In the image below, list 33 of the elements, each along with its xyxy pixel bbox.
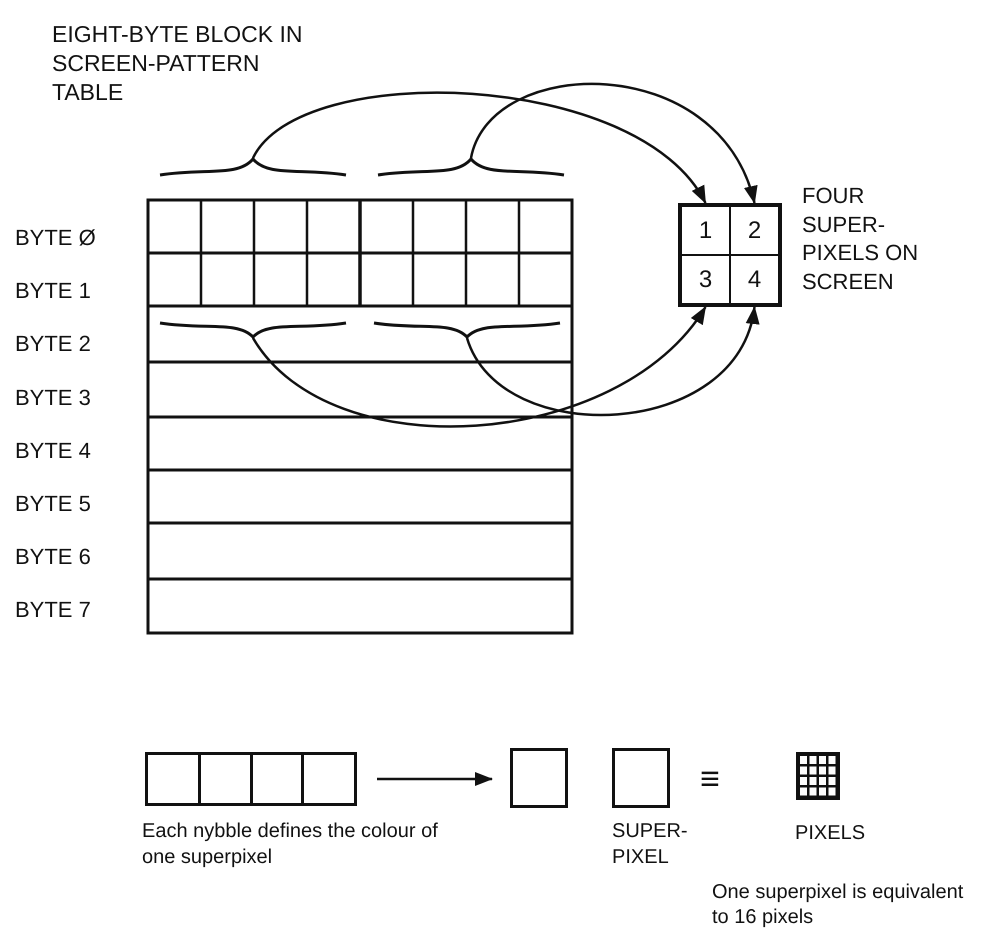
superpixel-box <box>612 748 670 808</box>
superpixel-grid <box>678 203 782 307</box>
brace <box>158 158 348 178</box>
brace <box>372 320 562 338</box>
caption-text: FOUR SUPER- PIXELS ON SCREEN <box>802 182 920 296</box>
curved-arrow <box>466 306 757 416</box>
brace <box>376 158 566 178</box>
brace <box>158 320 348 338</box>
row-label: BYTE 7 <box>15 596 92 624</box>
note-text: One superpixel is equivalent to 16 pixels <box>712 880 964 930</box>
row-label: BYTE 4 <box>15 437 92 464</box>
pixel-grid-icon <box>796 752 840 800</box>
equivalence-sign: ≡ <box>700 759 721 800</box>
caption-text: PIXELS <box>795 821 866 846</box>
superpixel-cell: 3 <box>681 255 730 304</box>
curved-arrow <box>252 92 707 204</box>
arrow <box>377 772 493 786</box>
heading-text: EIGHT-BYTE BLOCK IN SCREEN-PATTERN TABLE <box>52 20 304 106</box>
caption-text: Each nybble defines the colour of one superpixel <box>142 819 439 870</box>
curved-arrow <box>252 306 706 428</box>
row-label: BYTE Ø <box>15 224 97 252</box>
row-label: BYTE 6 <box>15 543 92 570</box>
curved-arrow <box>470 83 756 204</box>
superpixel-cell: 2 <box>730 206 779 255</box>
superpixel-cell: 1 <box>681 206 730 255</box>
caption-text: SUPER- PIXEL <box>612 819 689 870</box>
row-label: BYTE 2 <box>15 330 92 358</box>
row-label: BYTE 3 <box>15 384 92 412</box>
row-label: BYTE 1 <box>15 277 92 304</box>
nybble-box <box>145 752 357 806</box>
superpixel-cell: 4 <box>730 255 779 304</box>
row-label: BYTE 5 <box>15 490 92 518</box>
superpixel-box <box>510 748 568 808</box>
